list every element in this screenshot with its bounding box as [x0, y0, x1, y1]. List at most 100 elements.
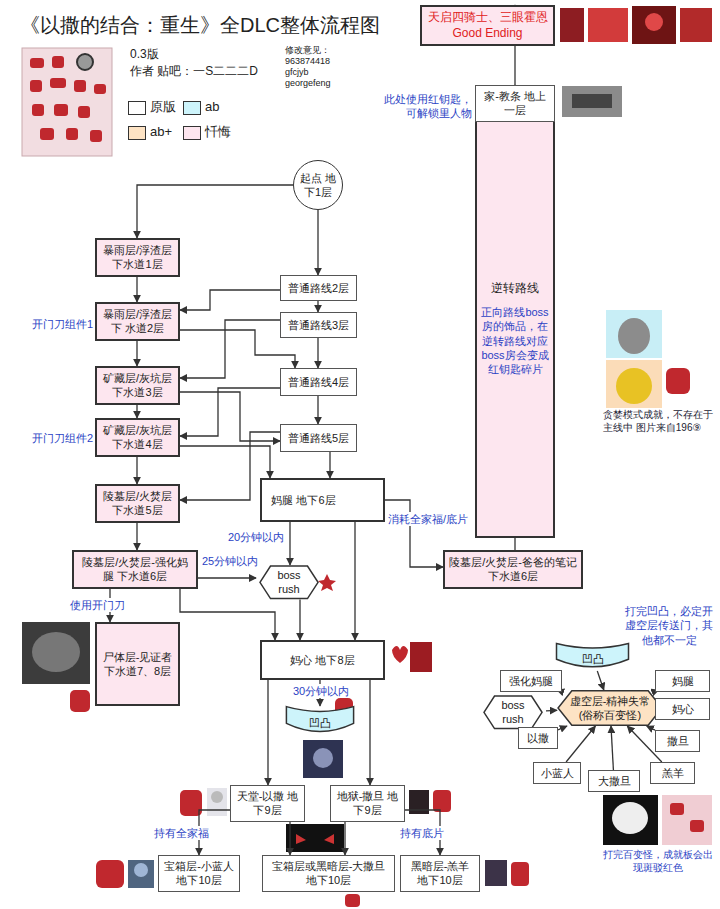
process-box: 逆转路线正向路线boss房的饰品，在逆转路线对应boss房会变成红钥匙碎片: [475, 120, 555, 538]
legend-swatch: [183, 126, 201, 140]
legend-text: 忏悔: [205, 124, 231, 141]
flow-arrow: [136, 341, 137, 366]
shape-node: boss rush: [256, 565, 322, 600]
shape-path: [557, 644, 629, 667]
process-box: 普通路线2层: [280, 275, 357, 301]
start-circle: 起点 地下1层: [293, 160, 343, 210]
flow-arrow: [136, 405, 137, 418]
flow-arrow: [137, 185, 293, 238]
process-box: 羔羊: [650, 762, 695, 784]
flow-arrow: [558, 726, 567, 730]
legend-text: ab: [205, 99, 219, 116]
legend-swatch: [183, 101, 201, 115]
node-text: 天堂-以撒 地下9层: [235, 789, 300, 818]
process-box: 宝箱层-小蓝人 地下10层: [158, 855, 240, 892]
node-text: 陵墓层/火焚层-爸爸的笔记 下水道6层: [449, 555, 577, 584]
process-box: 妈心: [655, 698, 710, 720]
node-text: 羔羊: [662, 766, 684, 780]
note-label: 此处使用红钥匙，可解锁里人物: [378, 92, 472, 121]
shape-path: [484, 696, 542, 729]
flow-arrow: [198, 577, 256, 578]
process-box: 矿藏层/灰坑层 下水道3层: [95, 366, 180, 405]
node-text: 矿藏层/灰坑层 下水道4层: [101, 423, 174, 452]
process-box: 妈腿: [655, 670, 710, 692]
node-text: 强化妈腿: [509, 674, 553, 688]
flow-arrow: [546, 710, 557, 712]
node-text: 普通路线3层: [288, 318, 349, 332]
node-text: 普通路线2层: [288, 281, 349, 295]
node-text: 宝箱层-小蓝人 地下10层: [163, 859, 235, 888]
node-text: 逆转路线: [491, 281, 539, 297]
node-text: 正向路线boss房的饰品，在逆转路线对应boss房会变成红钥匙碎片: [481, 305, 549, 376]
note-label: 0.3版: [130, 47, 159, 63]
process-box: 妈心 地下8层: [260, 640, 385, 680]
shape-node: boss rush: [480, 695, 546, 730]
node-text: 以撒: [527, 731, 549, 745]
node-text: 黑暗层-羔羊 地下10层: [405, 859, 475, 888]
process-box: 普通路线3层: [280, 312, 357, 338]
process-box: 大撒旦: [588, 770, 640, 792]
process-box: 陵墓层/火焚层 下水道5层: [95, 484, 180, 523]
edge-label: 30分钟以内: [291, 684, 351, 698]
node-text: 虚空层-精神失常 (俗称百变怪): [567, 694, 653, 723]
edge-label: 持有全家福: [152, 826, 211, 840]
legend-text: 原版: [150, 99, 176, 116]
flow-arrow: [566, 726, 595, 762]
node-text: 陵墓层/火焚层-强化妈腿 下水道6层: [78, 555, 192, 584]
edge-label: 25分钟以内: [200, 554, 260, 568]
process-box: 妈腿 地下6层: [260, 478, 385, 522]
node-text: 天启四骑士、三眼霍恩 Good Ending: [426, 10, 549, 41]
node-text: 暴雨层/浮渣层 下水道1层: [101, 243, 174, 272]
node-text: 尸体层-见证者 下水道7、8层: [101, 650, 174, 679]
flow-arrow: [136, 523, 137, 550]
legend-swatch: [128, 101, 146, 115]
shape-node: 凹凸: [555, 643, 630, 671]
edge-label: 持有底片: [398, 826, 446, 840]
flow-arrow: [344, 822, 345, 855]
flow-arrow: [611, 726, 613, 770]
flow-arrow: [317, 396, 318, 424]
node-text: 小蓝人: [541, 766, 574, 780]
diagram-title: 《以撒的结合：重生》全DLC整体流程图: [20, 12, 380, 38]
node-text: boss rush: [266, 568, 312, 597]
process-box: 黑暗层-羔羊 地下10层: [400, 855, 480, 892]
process-box: 以撒: [518, 727, 558, 749]
node-text: 妈腿: [672, 674, 694, 688]
note-label: 963874418: [285, 56, 330, 68]
process-box: 小蓝人: [533, 762, 581, 784]
map-illustration: [22, 48, 112, 156]
node-text: 普通路线5层: [288, 431, 349, 445]
edge-label: 消耗全家福/底片: [386, 512, 470, 526]
process-box: 宝箱层或黑暗层-大撒旦 地下10层: [262, 855, 395, 892]
note-label: 打完百变怪，成就板会出现斑驳红色: [600, 848, 716, 874]
flow-arrow: [317, 210, 318, 275]
process-box: 尸体层-见证者 下水道7、8层: [95, 622, 180, 706]
shape-node: 凹凸: [285, 706, 355, 736]
flow-arrow: [180, 330, 295, 368]
process-box: 天启四骑士、三眼霍恩 Good Ending: [420, 5, 555, 46]
legend-swatch: [128, 126, 146, 140]
node-text: 陵墓层/火焚层 下水道5层: [101, 489, 174, 518]
flow-arrow: [647, 726, 655, 730]
node-text: 地狱-撒旦 地下9层: [335, 789, 400, 818]
process-box: 普通路线5层: [280, 424, 357, 452]
edge-label: 使用开门刀: [68, 598, 127, 612]
boss-icons: [22, 6, 712, 907]
flow-arrow: [180, 388, 280, 436]
flow-arrow: [180, 392, 280, 441]
node-text: 宝箱层或黑暗层-大撒旦 地下10层: [267, 859, 390, 888]
flow-arrow: [597, 671, 604, 690]
note-label: 开门刀组件2: [32, 431, 93, 445]
flow-arrow: [289, 522, 290, 565]
flow-arrow: [317, 301, 318, 312]
flow-arrow: [180, 446, 270, 478]
flow-arrow: [267, 680, 268, 785]
process-box: 撒旦: [655, 730, 700, 752]
flow-arrow: [180, 290, 280, 310]
flow-arrow: [289, 822, 290, 855]
node-text: 凹凸: [582, 652, 604, 666]
process-box: 暴雨层/浮渣层下 水道2层: [95, 302, 180, 341]
process-box: 陵墓层/火焚层-爸爸的笔记 下水道6层: [443, 550, 583, 589]
flow-arrow: [136, 277, 137, 302]
